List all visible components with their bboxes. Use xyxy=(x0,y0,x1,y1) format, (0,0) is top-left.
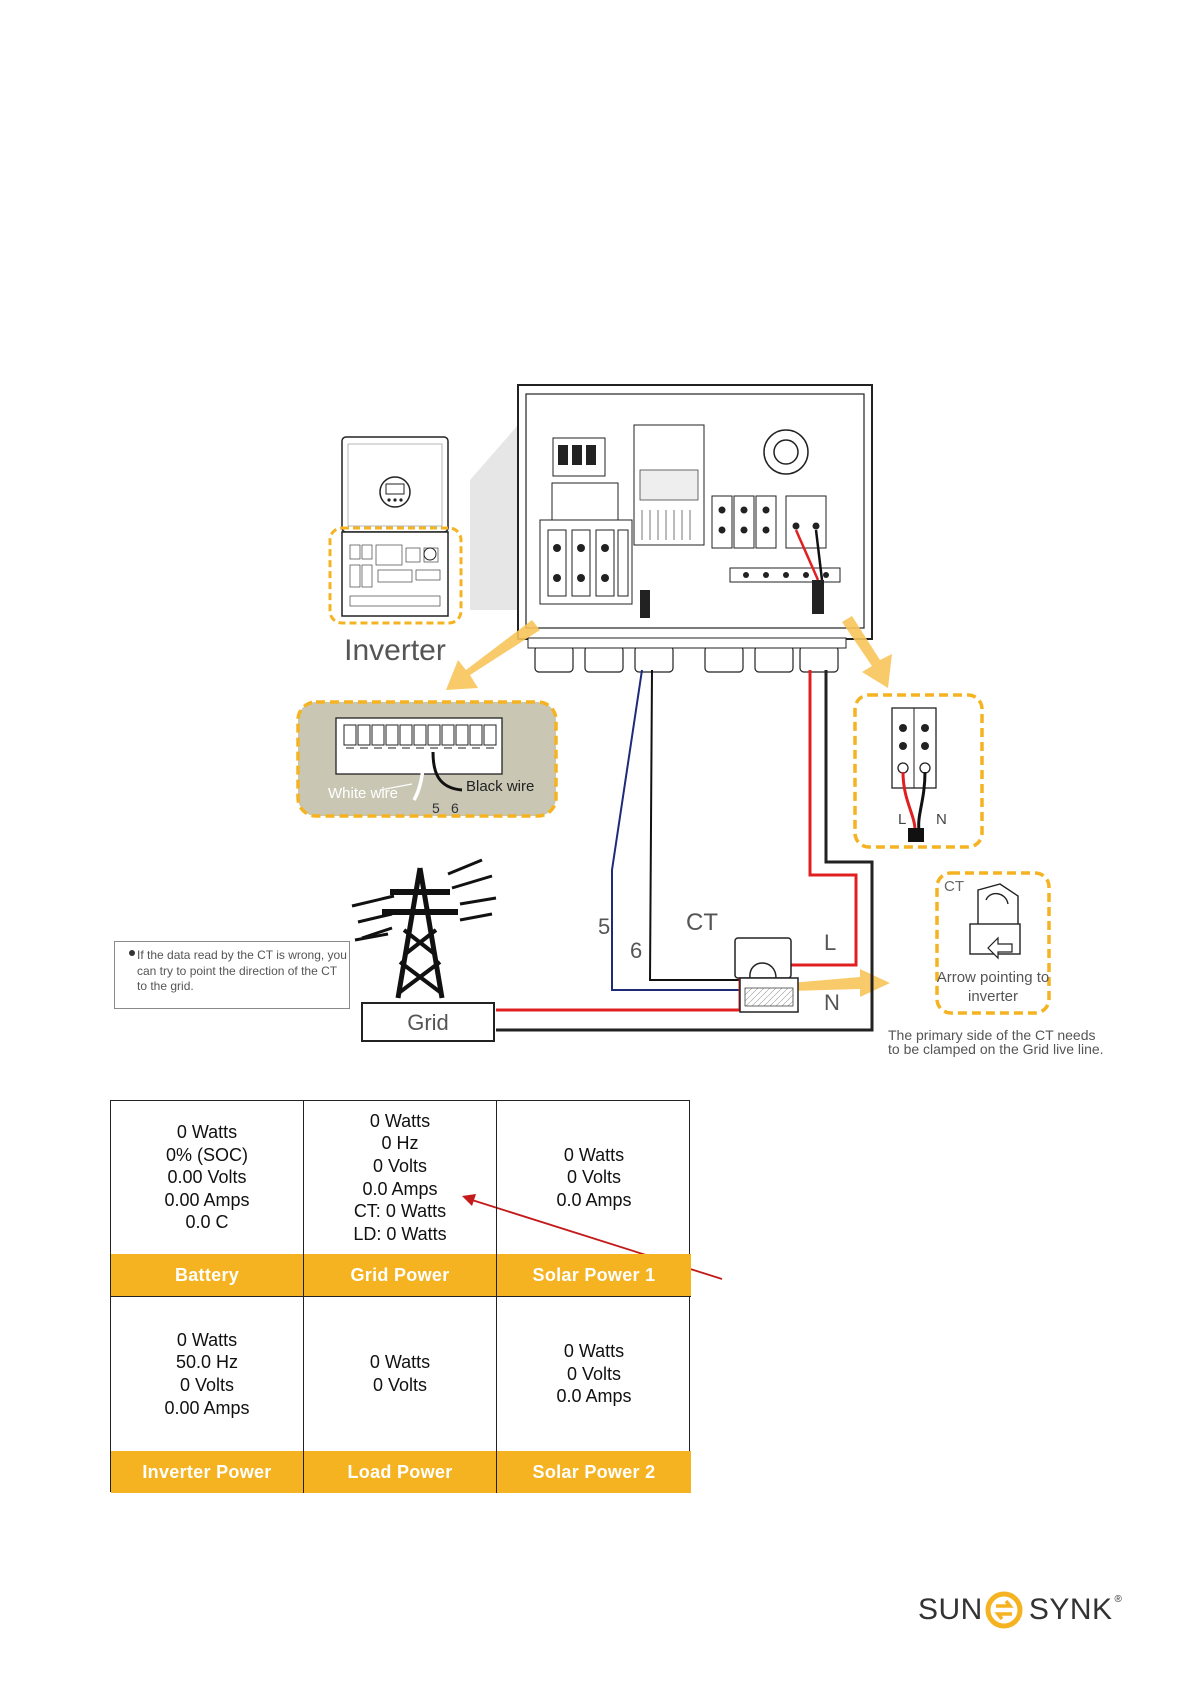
ln-l-label: L xyxy=(898,811,906,828)
line-l-label: L xyxy=(824,930,836,955)
battery-volts: 0.00 Volts xyxy=(167,1167,247,1188)
solar-2-values: 0 Watts 0 Volts 0.0 Amps xyxy=(497,1297,691,1451)
line-n-label: N xyxy=(824,990,840,1015)
inverter-watts: 0 Watts xyxy=(176,1329,238,1350)
neutral-wire xyxy=(496,670,874,1032)
ct-direction-note-text: If the data read by the CT is wrong, you… xyxy=(137,948,347,993)
solar-1-values: 0 Watts 0 Volts 0.0 Amps xyxy=(497,1101,691,1254)
pointer-arrows xyxy=(446,616,892,997)
ln-n-label: N xyxy=(936,811,947,828)
solar-2-volts: 0 Volts xyxy=(566,1363,622,1384)
load-power-title: Load Power xyxy=(304,1451,496,1493)
logo-right-text: SYNK xyxy=(1028,1593,1113,1626)
solar-power-1-title: Solar Power 1 xyxy=(497,1254,691,1296)
grid-amps: 0.0 Amps xyxy=(362,1178,438,1199)
grid-ct-watts: CT: 0 Watts xyxy=(353,1201,447,1222)
grid-watts: 0 Watts xyxy=(369,1110,431,1131)
wire-5-label: 5 xyxy=(598,914,610,939)
black-wire-label: Black wire xyxy=(466,778,534,795)
inverter-label: Inverter xyxy=(344,634,446,667)
inverter-power-title: Inverter Power xyxy=(111,1451,303,1493)
inverter-hz: 50.0 Hz xyxy=(175,1352,239,1373)
battery-values: 0 Watts 0% (SOC) 0.00 Volts 0.00 Amps 0.… xyxy=(111,1101,303,1254)
projection-wedge xyxy=(470,425,518,610)
white-wire-label: White wire xyxy=(328,785,398,802)
grid-power-cell: 0 Watts 0 Hz 0 Volts 0.0 Amps CT: 0 Watt… xyxy=(304,1101,497,1297)
solar-2-watts: 0 Watts xyxy=(563,1341,625,1362)
battery-cell: 0 Watts 0% (SOC) 0.00 Volts 0.00 Amps 0.… xyxy=(111,1101,304,1297)
solar-1-amps: 0.0 Amps xyxy=(556,1189,632,1210)
arrow-note: Arrow pointing to inverter xyxy=(936,969,1050,1005)
solar-2-amps: 0.0 Amps xyxy=(556,1386,632,1407)
grid-power-values: 0 Watts 0 Hz 0 Volts 0.0 Amps CT: 0 Watt… xyxy=(304,1101,496,1254)
load-watts: 0 Watts xyxy=(369,1352,431,1373)
battery-soc: 0% (SOC) xyxy=(165,1144,248,1165)
ct-inset xyxy=(935,871,1051,1015)
ct-inset-label: CT xyxy=(944,878,964,895)
inverter-values: 0 Watts 50.0 Hz 0 Volts 0.00 Amps xyxy=(111,1297,303,1451)
power-pylon-icon xyxy=(351,858,497,999)
inverter-unit xyxy=(328,436,463,625)
load-volts: 0 Volts xyxy=(372,1375,428,1395)
terminal-5-label: 5 xyxy=(432,800,440,816)
grid-power-title: Grid Power xyxy=(304,1254,496,1296)
inverter-power-cell: 0 Watts 50.0 Hz 0 Volts 0.00 Amps Invert… xyxy=(111,1297,304,1493)
logo-left-text: SUN xyxy=(918,1593,983,1626)
battery-amps: 0.00 Amps xyxy=(164,1189,250,1210)
ct-wire-5 xyxy=(611,669,740,991)
solar-power-2-cell: 0 Watts 0 Volts 0.0 Amps Solar Power 2 xyxy=(497,1297,691,1493)
grid-box xyxy=(361,1002,495,1042)
ct-wire-6 xyxy=(648,669,752,981)
sunsynk-logo: SUN SYNK ® xyxy=(918,1588,1122,1632)
grid-hz: 0 Hz xyxy=(381,1133,419,1154)
terminal-6-label: 6 xyxy=(451,800,459,816)
comm-terminal-inset xyxy=(296,700,558,818)
grid-label: Grid xyxy=(407,1010,449,1035)
inverter-volts: 0 Volts xyxy=(179,1375,235,1395)
monitoring-table: 0 Watts 0% (SOC) 0.00 Volts 0.00 Amps 0.… xyxy=(110,1100,691,1493)
solar-power-2-title: Solar Power 2 xyxy=(497,1451,691,1493)
solar-power-1-cell: 0 Watts 0 Volts 0.0 Amps Solar Power 1 xyxy=(497,1101,691,1297)
ln-terminal-inset xyxy=(853,693,984,849)
bullet-icon xyxy=(129,950,135,956)
grid-ld-watts: LD: 0 Watts xyxy=(353,1223,447,1244)
logo-registered: ® xyxy=(1114,1594,1123,1605)
ct-label: CT xyxy=(686,909,718,936)
load-values: 0 Watts 0 Volts xyxy=(304,1297,496,1451)
solar-1-watts: 0 Watts xyxy=(563,1144,625,1165)
wire-6-label: 6 xyxy=(630,938,642,963)
inverter-wiring-panel xyxy=(517,384,873,673)
solar-1-volts: 0 Volts xyxy=(566,1167,622,1188)
grid-volts: 0 Volts xyxy=(372,1155,428,1176)
load-power-cell: 0 Watts 0 Volts Load Power xyxy=(304,1297,497,1493)
ct-clamp-icon xyxy=(734,937,799,1013)
primary-side-note: The primary side of the CT needs to be c… xyxy=(888,1027,1104,1057)
battery-watts: 0 Watts xyxy=(176,1122,238,1143)
inverter-amps: 0.00 Amps xyxy=(164,1397,250,1418)
sunsynk-logo-mark xyxy=(985,1591,1023,1629)
battery-title: Battery xyxy=(111,1254,303,1296)
ct-direction-note: If the data read by the CT is wrong, you… xyxy=(114,941,350,1009)
battery-temp: 0.0 C xyxy=(185,1212,229,1233)
